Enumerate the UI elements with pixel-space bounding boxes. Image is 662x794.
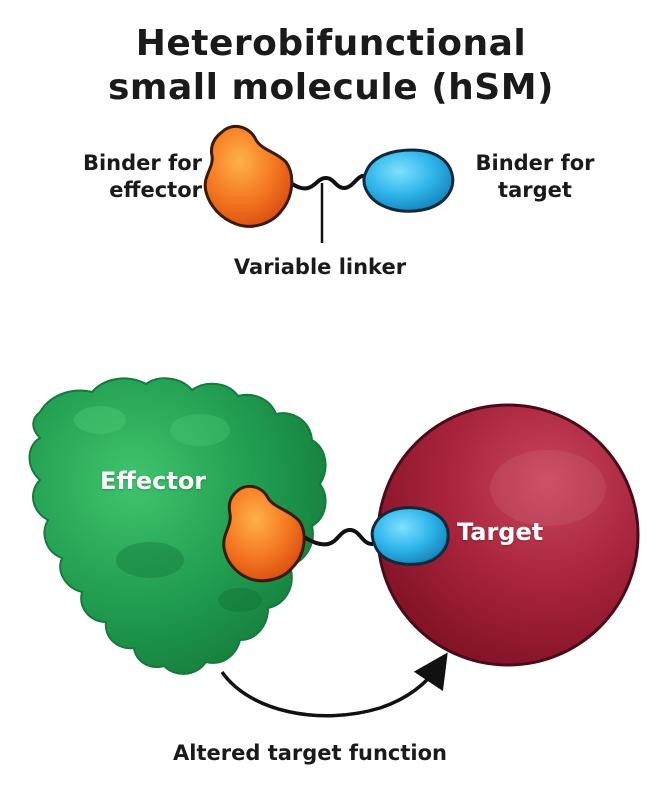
effector-label: Effector <box>100 467 207 495</box>
title-line-2: small molecule (hSM) <box>108 67 554 108</box>
title-line-1: Heterobifunctional <box>135 23 527 64</box>
hsm-molecule <box>203 124 455 243</box>
variable-linker-label: Variable linker <box>233 255 407 279</box>
binder-for-target-label: Binder for target <box>465 150 605 204</box>
effector-protein-shape <box>28 377 327 675</box>
linker-line <box>283 174 372 191</box>
complex-effector-binder-shape <box>222 484 306 583</box>
binder-target-line-1: Binder for <box>475 151 595 175</box>
complex-target-binder-shape <box>370 506 450 566</box>
binder-effector-line-2: effector <box>109 178 202 202</box>
target-label: Target <box>457 518 544 546</box>
complex-linker-line <box>298 527 384 547</box>
diagram-title: Heterobifunctional small molecule (hSM) <box>0 22 662 110</box>
binder-effector-line-1: Binder for <box>82 151 202 175</box>
binder-target-line-2: target <box>498 178 572 202</box>
ternary-complex <box>28 377 640 718</box>
binder-for-effector-label: Binder for effector <box>62 150 202 204</box>
altered-target-function-label: Altered target function <box>173 741 447 765</box>
altered-function-arrow <box>220 652 448 718</box>
effector-binder-shape <box>203 124 294 228</box>
target-binder-shape <box>362 148 455 213</box>
